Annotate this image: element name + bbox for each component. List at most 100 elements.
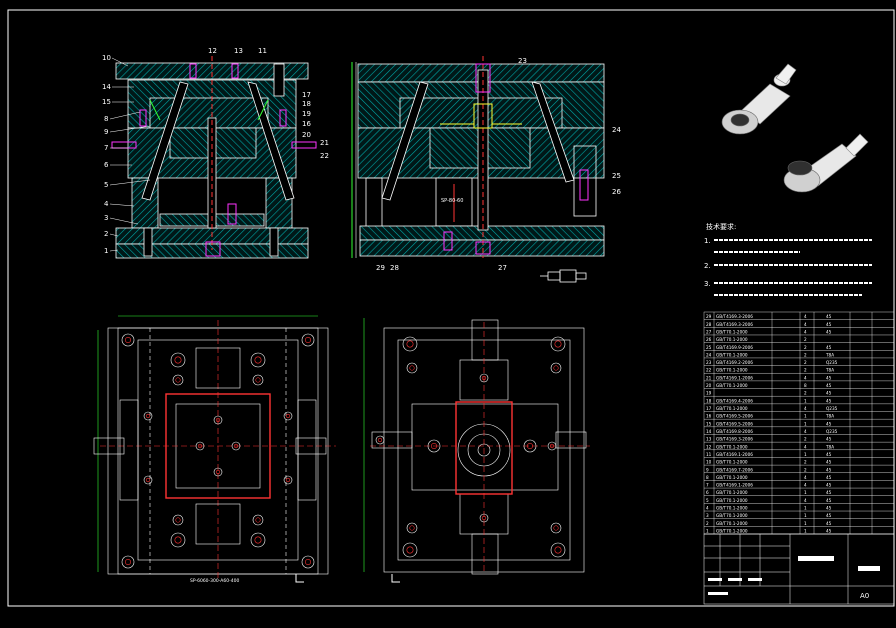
parts-cell-qty: 4 <box>804 406 807 411</box>
plan-label: SP-6060-300-A60-400 <box>190 578 239 584</box>
parts-cell-no: 21 <box>706 375 712 380</box>
callout-10: 10 <box>102 54 111 62</box>
parts-cell-no: 19 <box>706 391 712 396</box>
callout-1: 1 <box>104 247 108 255</box>
callout-4: 4 <box>104 200 109 208</box>
parts-cell-mat: Q235 <box>826 360 838 365</box>
parts-cell-mat: Q235 <box>826 406 838 411</box>
callout-18: 18 <box>302 100 311 108</box>
bolt-hole-center <box>254 536 262 544</box>
bolt-hole <box>375 435 385 445</box>
title-block <box>703 533 895 605</box>
parts-cell-mat: T8A <box>825 352 834 357</box>
callout-3: 3 <box>104 214 108 222</box>
parts-cell-qty: 4 <box>804 498 807 503</box>
parts-cell-qty: 1 <box>804 490 807 495</box>
callout-5: 5 <box>104 181 108 189</box>
parts-cell-no: 26 <box>706 337 712 342</box>
callout-17: 17 <box>302 91 311 99</box>
callout-29: 29 <box>376 264 385 272</box>
parts-cell-mat: 45 <box>826 322 832 327</box>
parts-cell-qty: 2 <box>804 368 807 373</box>
parts-cell-no: 17 <box>706 406 712 411</box>
parts-cell-qty: 2 <box>804 437 807 442</box>
parts-cell-code: GB/T4169.1-2006 <box>716 375 753 380</box>
parts-cell-qty: 2 <box>804 460 807 465</box>
parts-cell-mat: 45 <box>826 498 832 503</box>
bolt-hole <box>301 333 315 347</box>
parts-cell-code: GB/T70.1-2000 <box>716 352 748 357</box>
plan-view-right <box>363 318 590 575</box>
bolt-hole-center <box>174 356 182 364</box>
parts-cell-code: GB/T70.1-2000 <box>716 529 748 534</box>
parts-cell-qty: 4 <box>804 444 807 449</box>
bolt-hole <box>283 411 293 421</box>
parts-cell-no: 27 <box>706 329 712 334</box>
callout-2: 2 <box>104 230 108 238</box>
bolt-hole <box>523 439 537 453</box>
parts-cell-mat: 45 <box>826 529 832 534</box>
bolt-hole <box>550 336 566 352</box>
bolt-hole-center <box>215 417 221 423</box>
parts-cell-no: 16 <box>706 414 712 419</box>
parts-cell-qty: 8 <box>804 383 807 388</box>
parts-cell-code: GB/T70.1-2000 <box>716 368 748 373</box>
parts-cell-mat: 45 <box>826 437 832 442</box>
parts-cell-mat: 45 <box>826 483 832 488</box>
parts-cell-code: GB/T70.1-2000 <box>716 506 748 511</box>
parts-cell-qty: 1 <box>804 452 807 457</box>
parts-cell-no: 6 <box>706 490 709 495</box>
parts-cell-qty: 4 <box>804 329 807 334</box>
parts-cell-mat: 45 <box>826 383 832 388</box>
parts-cell-qty: 4 <box>804 483 807 488</box>
bolt-hole-center <box>430 442 437 449</box>
bolt-hole <box>143 411 153 421</box>
parts-cell-no: 3 <box>706 513 709 518</box>
parts-cell-mat: 45 <box>826 475 832 480</box>
parts-cell-qty: 1 <box>804 521 807 526</box>
parts-cell-qty: 1 <box>804 414 807 419</box>
bolt-hole-center <box>409 365 415 371</box>
bolt-hole <box>402 542 418 558</box>
callout-7: 7 <box>104 144 108 152</box>
sheet-border <box>7 9 895 607</box>
parts-cell-qty: 4 <box>804 475 807 480</box>
technical-notes: 技术要求: 1. 2. 3. <box>704 222 872 296</box>
parts-cell-no: 14 <box>706 429 712 434</box>
bolt-hole <box>283 475 293 485</box>
note-2: 2. <box>704 262 711 270</box>
parts-cell-qty: 2 <box>804 360 807 365</box>
bolt-hole-center <box>255 377 261 383</box>
parts-cell-code: GB/T70.1-2000 <box>716 406 748 411</box>
callout-6: 6 <box>104 161 109 169</box>
callout-21: 21 <box>320 139 329 147</box>
callout-26: 26 <box>612 188 621 196</box>
dimension-label: SP-80-60 <box>441 198 463 204</box>
bolt-hole <box>550 522 562 534</box>
parts-cell-mat: 45 <box>826 329 832 334</box>
parts-cell-code: GB/T70.1-2000 <box>716 475 748 480</box>
parts-cell-code: GB/T4169.3-2006 <box>716 437 753 442</box>
parts-cell-code: GB/T4169.1-2006 <box>716 483 753 488</box>
callout-24: 24 <box>612 126 621 134</box>
parts-cell-code: GB/T4169.2-2006 <box>716 360 753 365</box>
bolt-hole-center <box>215 469 221 475</box>
product-3d-upper <box>721 63 797 135</box>
parts-cell-mat: T8A <box>825 444 834 449</box>
parts-cell-code: GB/T4169.5-2006 <box>716 421 753 426</box>
parts-cell-mat: 45 <box>826 452 832 457</box>
callout-20: 20 <box>302 131 311 139</box>
parts-cell-no: 9 <box>706 467 709 472</box>
bolt-hole-center <box>549 443 555 449</box>
parts-cell-mat: 45 <box>826 375 832 380</box>
bolt-hole <box>172 374 184 386</box>
parts-cell-qty: 1 <box>804 513 807 518</box>
parts-cell-mat: 45 <box>826 421 832 426</box>
parts-cell-qty: 1 <box>804 529 807 534</box>
parts-cell-mat: T8A <box>825 414 834 419</box>
bolt-hole <box>427 439 441 453</box>
bolt-hole-center <box>175 377 181 383</box>
parts-cell-no: 8 <box>706 475 709 480</box>
bolt-hole-center <box>554 340 562 348</box>
